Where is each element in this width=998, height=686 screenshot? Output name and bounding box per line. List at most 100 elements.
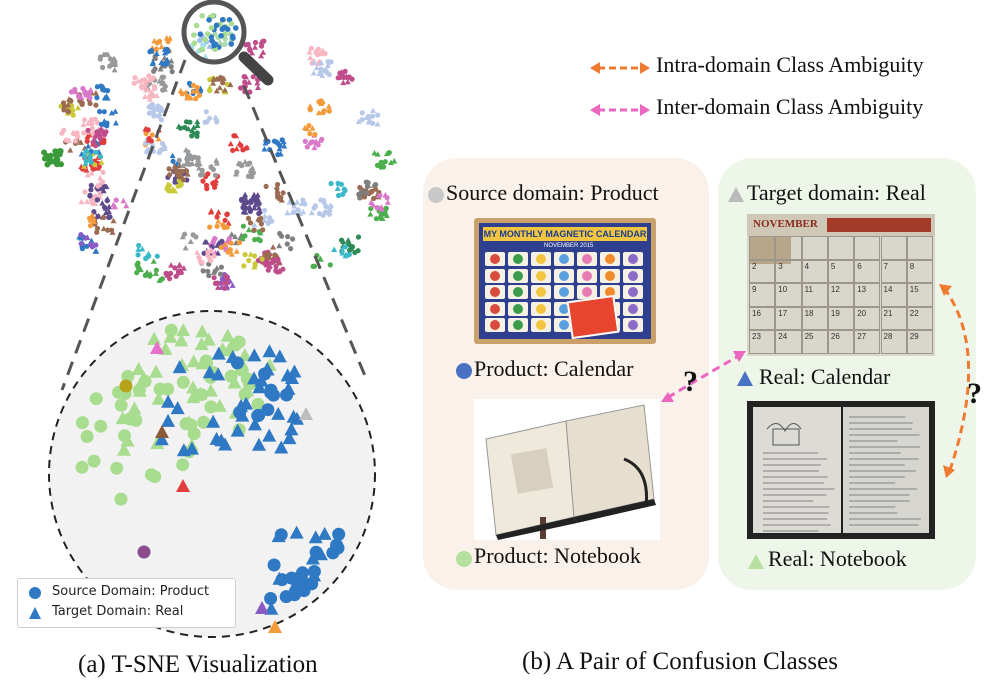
cloud-point: [123, 202, 130, 209]
calendar-cell: [623, 301, 643, 316]
zoom-other-point: [299, 407, 313, 420]
cloud-point: [108, 109, 115, 116]
caption-b: (b) A Pair of Confusion Classes: [522, 648, 838, 675]
calendar-cell: [508, 252, 528, 266]
blue-circle-icon: [456, 363, 472, 379]
zoom-target-calendar-point: [282, 431, 297, 445]
cloud-point: [194, 249, 201, 255]
cloud-point: [312, 131, 318, 138]
cloud-point: [378, 204, 385, 210]
calendar-cell: [623, 252, 643, 266]
cloud-point: [356, 193, 363, 200]
cloud-point: [313, 140, 319, 146]
cloud-point: [232, 233, 239, 240]
inter-question-mark: ?: [683, 365, 698, 398]
cloud-point: [230, 147, 236, 153]
cloud-point: [105, 227, 111, 233]
cloud-point: [185, 149, 191, 155]
zoom-target-calendar-point: [272, 571, 287, 585]
cloud-point: [228, 240, 234, 246]
cloud-point: [306, 49, 313, 55]
cloud-point: [187, 94, 194, 101]
zoom-source-calendar-point: [274, 528, 288, 542]
zoom-source-calendar-point: [307, 565, 321, 578]
cloud-point: [169, 152, 176, 159]
cloud-point: [75, 104, 82, 111]
cloud-point: [165, 39, 171, 45]
cloud-point: [254, 79, 261, 86]
zoom-source-notebook-point: [164, 323, 178, 337]
cloud-point: [325, 103, 332, 109]
cloud-point: [165, 48, 171, 54]
inter-arrow-icon: [590, 104, 650, 116]
cloud-point: [162, 83, 168, 90]
cloud-point: [97, 109, 103, 115]
zoom-source-calendar-point: [330, 538, 344, 552]
cloud-point: [225, 249, 231, 255]
cloud-point: [238, 85, 244, 91]
zoom-target-notebook-point: [115, 411, 130, 425]
zoom-target-calendar-point: [289, 411, 304, 425]
cloud-point: [90, 139, 96, 145]
cloud-point: [196, 92, 202, 98]
cloud-point: [387, 159, 394, 165]
cloud-point: [247, 160, 253, 166]
cloud-point: [112, 119, 119, 126]
zoom-target-calendar-point: [206, 414, 221, 428]
cloud-point: [212, 280, 219, 286]
zoom-source-notebook-point: [87, 454, 101, 468]
cloud-point: [88, 241, 94, 247]
cloud-point: [159, 276, 165, 282]
cloud-point: [85, 127, 91, 133]
real-calendar-cell: 2: [749, 259, 776, 284]
cloud-point: [168, 270, 174, 276]
cloud-point: [217, 271, 224, 277]
cloud-point: [325, 59, 331, 65]
cloud-point: [78, 241, 84, 247]
cloud-point: [259, 256, 265, 262]
cloud-point: [231, 133, 237, 139]
cloud-point: [247, 220, 254, 226]
cloud-point: [384, 199, 391, 205]
cloud-point: [97, 174, 104, 181]
cloud-point: [205, 268, 211, 274]
cloud-point: [258, 215, 264, 222]
cloud-point: [245, 41, 251, 47]
cloud-point: [246, 257, 252, 264]
gray-circle-icon: [428, 187, 444, 203]
cloud-point: [94, 229, 100, 235]
cloud-point: [311, 144, 318, 151]
cloud-point: [151, 68, 157, 74]
calendar-cell: [531, 268, 551, 283]
magnifier-point: [233, 25, 239, 31]
cloud-point: [319, 72, 326, 79]
cloud-point: [221, 224, 227, 231]
zoom-source-calendar-point: [251, 409, 265, 423]
cloud-point: [172, 265, 178, 271]
cloud-point: [154, 253, 160, 259]
cloud-point: [276, 194, 283, 201]
cloud-point: [370, 120, 376, 126]
cloud-point: [213, 157, 220, 163]
cloud-point: [89, 125, 95, 131]
cloud-point: [78, 198, 85, 205]
cloud-point: [87, 86, 94, 93]
cloud-point: [214, 119, 220, 125]
cloud-point: [252, 237, 258, 243]
real-calendar-cell: 10: [775, 283, 802, 307]
cloud-point: [202, 119, 208, 125]
cloud-point: [194, 162, 200, 168]
cloud-point: [218, 244, 224, 250]
cloud-point: [370, 113, 376, 119]
cloud-point: [206, 84, 213, 91]
magnifier-point: [208, 25, 215, 31]
cloud-point: [143, 255, 149, 262]
calendar-cell: [623, 285, 643, 299]
cloud-point: [194, 133, 200, 139]
cloud-point: [92, 89, 99, 96]
real-calendar-cell: 22: [906, 306, 934, 331]
cloud-point: [323, 204, 329, 210]
cloud-point: [221, 87, 228, 93]
